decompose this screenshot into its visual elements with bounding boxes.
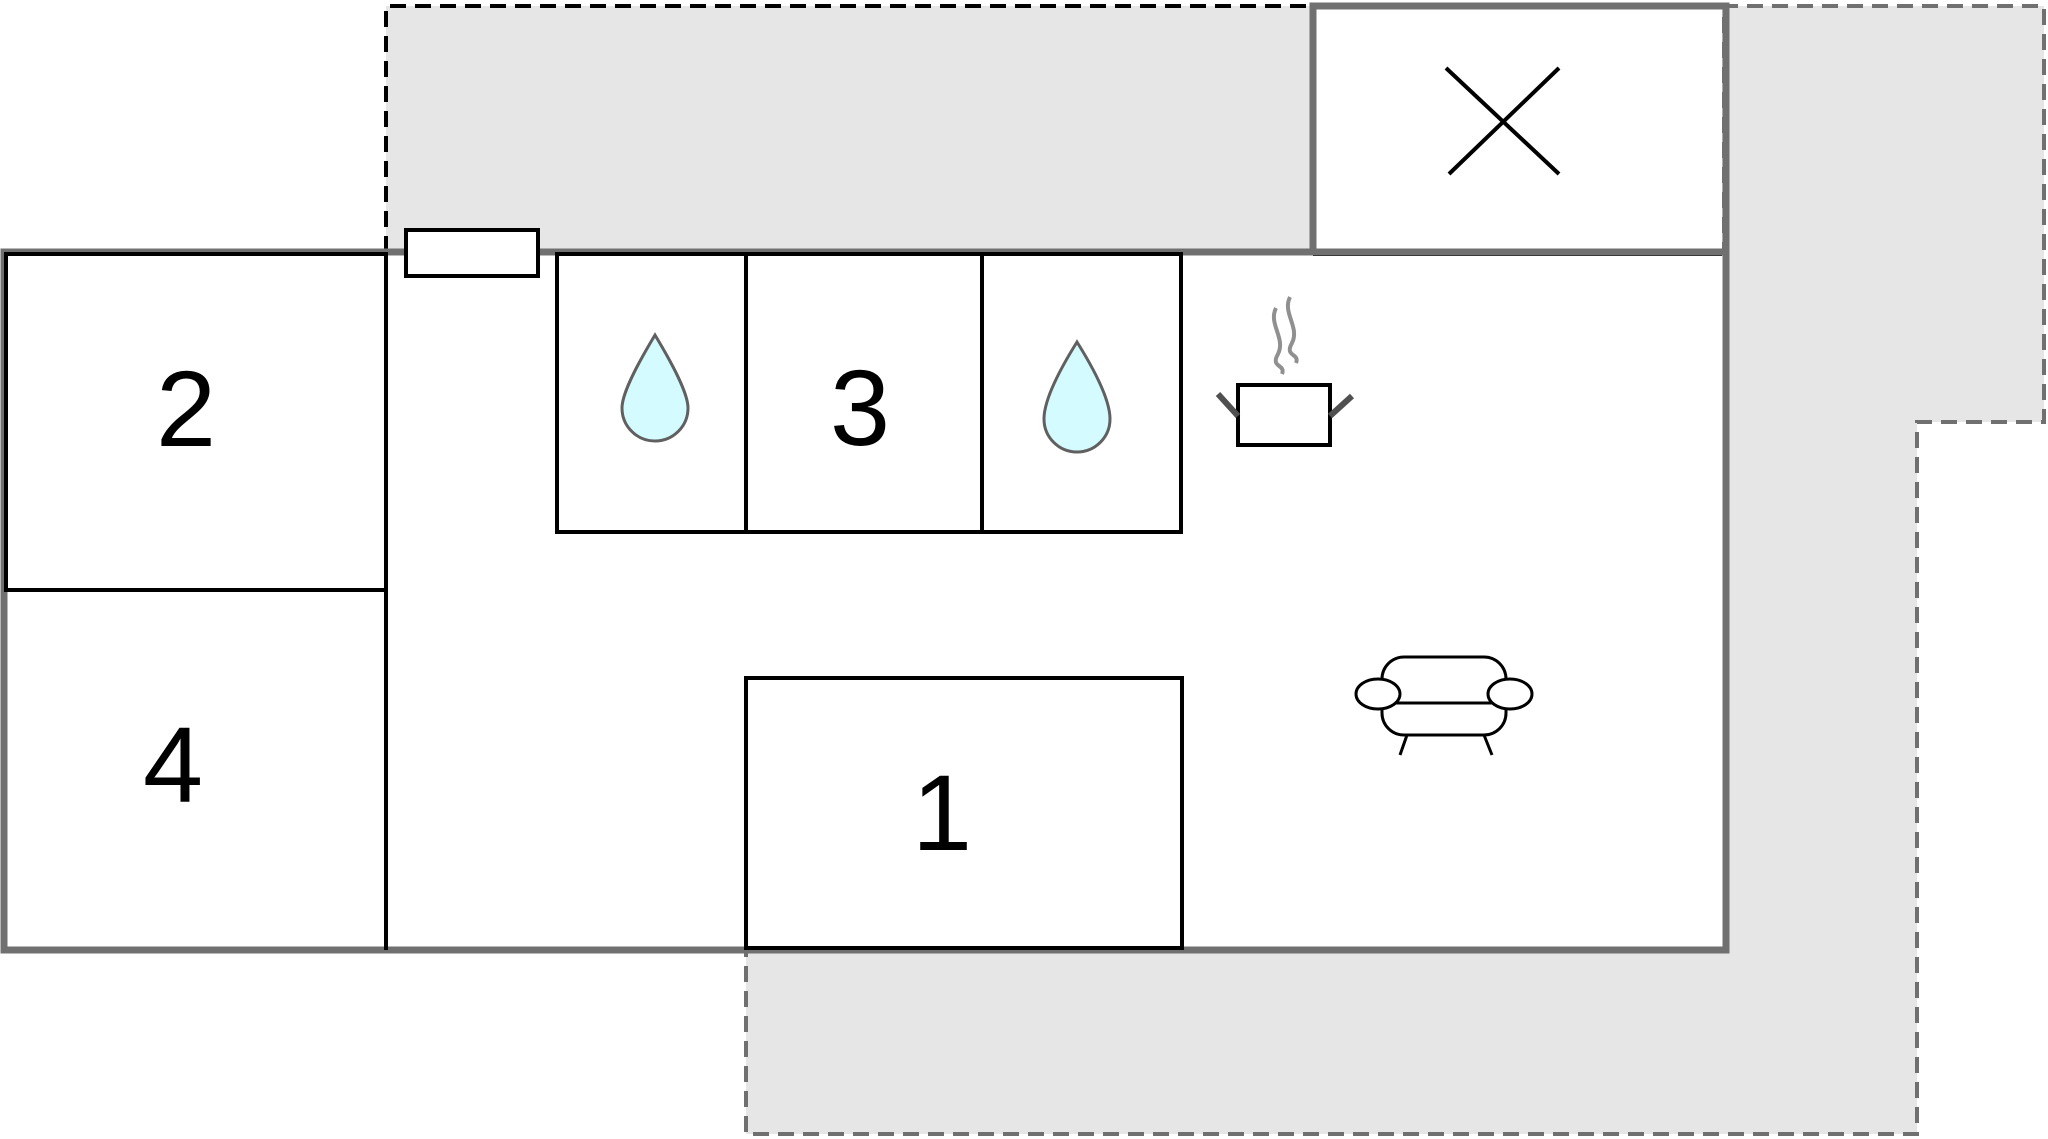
terrace-top bbox=[384, 4, 1315, 254]
room-2-label: 2 bbox=[156, 348, 216, 469]
room-3-group: 3 bbox=[555, 252, 1183, 534]
entrance-door bbox=[404, 228, 540, 278]
x-mark-icon bbox=[1444, 66, 1561, 176]
room-1-label: 1 bbox=[912, 752, 972, 873]
bathroom-right bbox=[1042, 339, 1112, 454]
water-drop-icon bbox=[1042, 339, 1112, 454]
water-drop-icon bbox=[620, 332, 690, 443]
room-3-label: 3 bbox=[830, 347, 890, 468]
sofa-icon bbox=[1354, 655, 1534, 756]
cooking-pot-icon bbox=[1215, 296, 1355, 447]
bathroom-left bbox=[620, 332, 690, 443]
closed-area bbox=[1309, 2, 1730, 256]
room-4: 4 bbox=[143, 704, 203, 825]
room-4-label: 4 bbox=[143, 704, 203, 825]
room-1: 1 bbox=[744, 676, 1184, 950]
